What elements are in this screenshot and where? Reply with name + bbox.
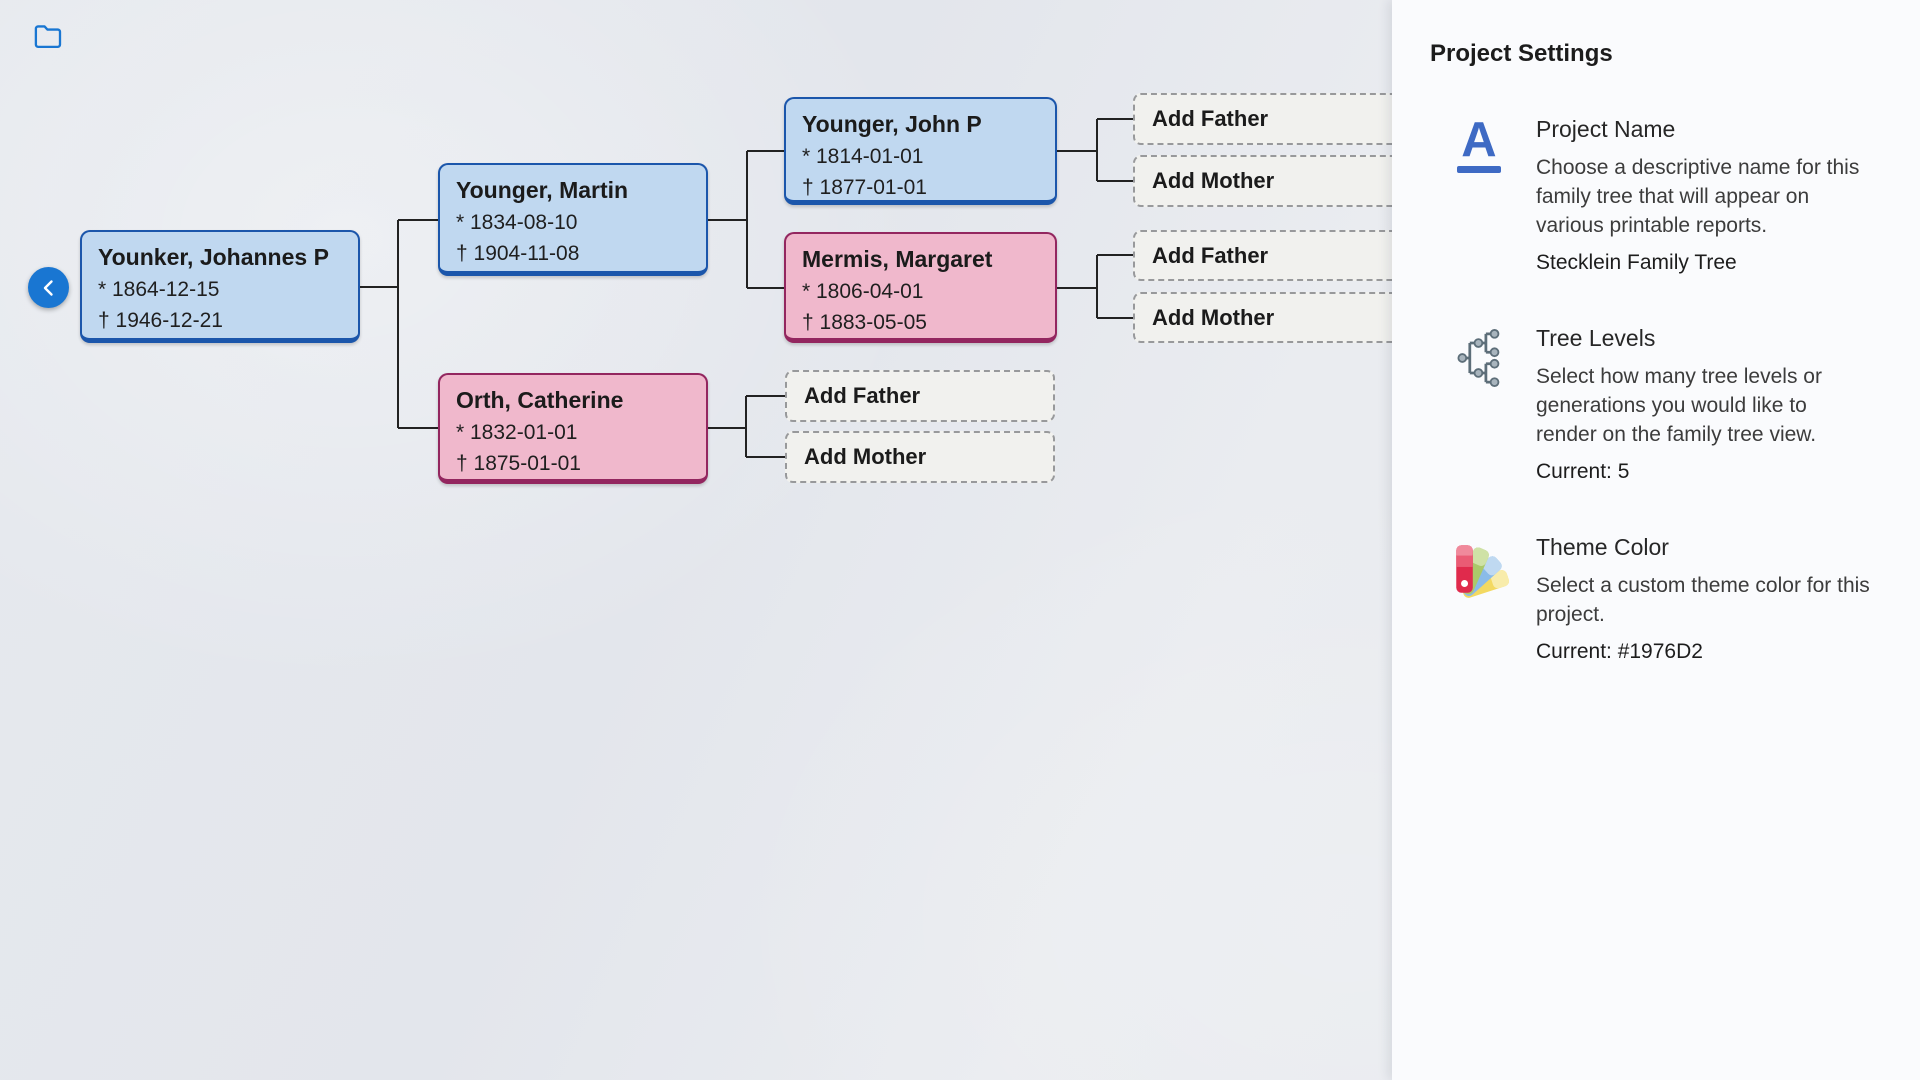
add-slot-label: Add Father	[804, 383, 921, 408]
setting-tree-levels[interactable]: Tree Levels Select how many tree levels …	[1430, 323, 1890, 486]
person-birth-date: * 1806-04-01	[802, 280, 924, 303]
person-birth-date: * 1814-01-01	[802, 145, 924, 168]
setting-heading: Theme Color	[1536, 534, 1669, 560]
setting-heading: Project Name	[1536, 116, 1676, 142]
setting-current-value: Stecklein Family Tree	[1536, 251, 1737, 274]
person-card-mermis-margaret[interactable]: Mermis, Margaret * 1806-04-01 † 1883-05-…	[784, 232, 1057, 343]
add-mother-button-margaret[interactable]: Add Mother	[1133, 292, 1405, 343]
person-birth-date: * 1864-12-15	[98, 278, 220, 301]
color-swatches-icon	[1448, 536, 1510, 602]
letter-a-underline-icon: A	[1448, 116, 1510, 173]
add-slot-label: Add Father	[1152, 106, 1269, 131]
setting-description: Select a custom theme color for this pro…	[1536, 574, 1870, 626]
tree-hierarchy-icon	[1448, 327, 1510, 389]
person-name: Orth, Catherine	[456, 387, 624, 413]
person-birth-date: * 1832-01-01	[456, 421, 578, 444]
person-name: Younger, John P	[802, 111, 982, 137]
person-card-younker-johannes[interactable]: Younker, Johannes P * 1864-12-15 † 1946-…	[80, 230, 360, 343]
setting-theme-color[interactable]: Theme Color Select a custom theme color …	[1430, 532, 1890, 666]
person-card-younger-john-p[interactable]: Younger, John P * 1814-01-01 † 1877-01-0…	[784, 97, 1057, 205]
open-project-button[interactable]	[30, 19, 66, 53]
add-slot-label: Add Mother	[1152, 168, 1275, 193]
collapse-panel-button[interactable]	[28, 267, 69, 308]
add-father-button-john-p[interactable]: Add Father	[1133, 93, 1405, 145]
add-mother-button-catherine[interactable]: Add Mother	[785, 431, 1055, 483]
person-death-date: † 1877-01-01	[802, 176, 927, 199]
person-death-date: † 1946-12-21	[98, 309, 223, 332]
person-birth-date: * 1834-08-10	[456, 211, 578, 234]
add-mother-button-john-p[interactable]: Add Mother	[1133, 155, 1405, 207]
setting-project-name[interactable]: A Project Name Choose a descriptive name…	[1430, 114, 1890, 277]
add-slot-label: Add Mother	[804, 444, 927, 469]
person-death-date: † 1875-01-01	[456, 452, 581, 475]
setting-heading: Tree Levels	[1536, 325, 1656, 351]
setting-current-value: Current: 5	[1536, 460, 1630, 483]
add-father-button-margaret[interactable]: Add Father	[1133, 230, 1405, 281]
panel-title: Project Settings	[1430, 40, 1613, 67]
person-death-date: † 1883-05-05	[802, 311, 927, 334]
add-slot-label: Add Father	[1152, 242, 1269, 268]
setting-current-value: Current: #1976D2	[1536, 640, 1703, 663]
person-card-younger-martin[interactable]: Younger, Martin * 1834-08-10 † 1904-11-0…	[438, 163, 708, 276]
person-name: Younger, Martin	[456, 177, 629, 203]
add-father-button-catherine[interactable]: Add Father	[785, 370, 1055, 422]
person-card-orth-catherine[interactable]: Orth, Catherine * 1832-01-01 † 1875-01-0…	[438, 373, 708, 484]
project-settings-panel: Project Settings A Project Name Choose a…	[1392, 0, 1920, 1080]
add-slot-label: Add Mother	[1152, 304, 1275, 330]
folder-icon	[34, 25, 62, 48]
person-death-date: † 1904-11-08	[456, 242, 580, 265]
setting-description: Select how many tree levels or generatio…	[1536, 365, 1822, 446]
person-name: Younker, Johannes P	[98, 244, 329, 270]
person-name: Mermis, Margaret	[802, 246, 993, 272]
chevron-left-icon	[43, 279, 53, 296]
setting-description: Choose a descriptive name for this famil…	[1536, 156, 1860, 237]
